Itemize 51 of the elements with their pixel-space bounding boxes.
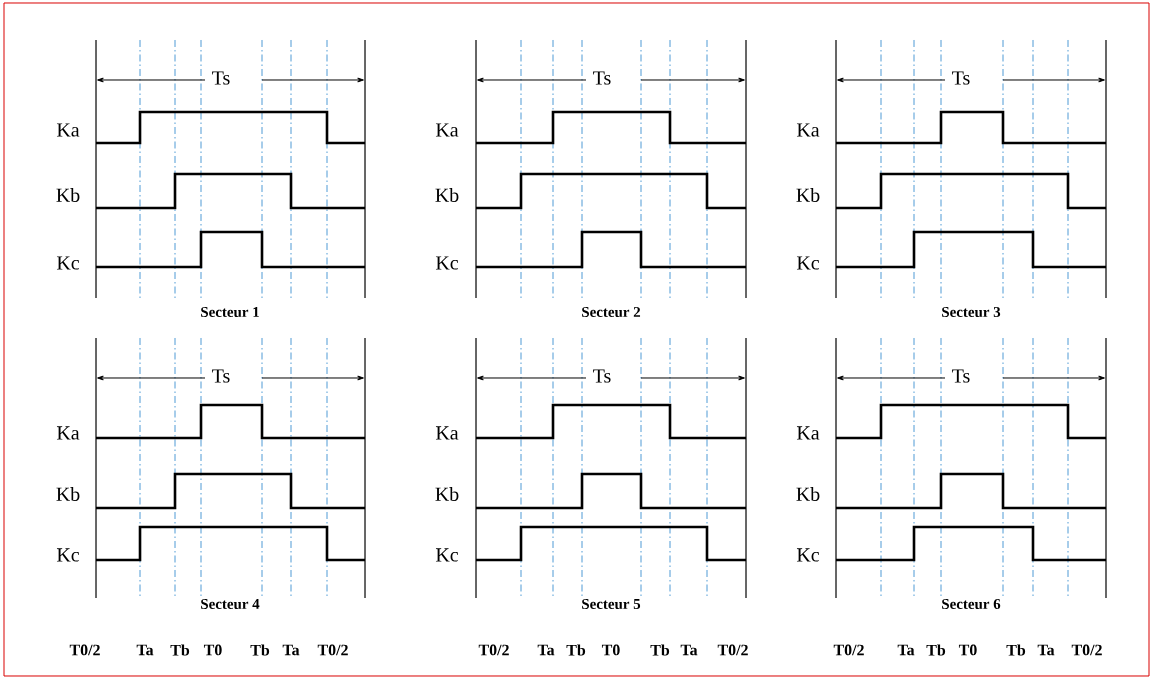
timing-label: T0/2	[833, 644, 864, 656]
timing-label: Ta	[537, 644, 555, 656]
sector-caption: Secteur 1	[201, 306, 259, 318]
signal-label: Kc	[56, 256, 79, 270]
signal-label: Ka	[56, 426, 80, 440]
timing-label: Tb	[170, 644, 190, 656]
timing-label: T0/2	[478, 644, 509, 656]
timing-label: T0	[958, 644, 977, 656]
sector-caption: Secteur 5	[582, 598, 641, 610]
sector-caption: Secteur 2	[582, 306, 641, 318]
sector-caption: Secteur 4	[201, 598, 260, 610]
timing-label: T0/2	[717, 644, 748, 656]
signal-label: Ka	[56, 123, 80, 137]
timing-label: Ta	[897, 644, 915, 656]
timing-label: Ta	[282, 644, 300, 656]
signal-label: Kb	[56, 188, 80, 202]
timing-label: Tb	[250, 644, 270, 656]
signal-label: Kc	[56, 548, 79, 562]
timing-label: T0/2	[317, 644, 348, 656]
signal-label: Kb	[435, 487, 459, 501]
timing-label: T0/2	[69, 644, 100, 656]
period-label: Ts	[212, 71, 230, 85]
sector-caption: Secteur 6	[942, 598, 1001, 610]
signal-label: Ka	[796, 426, 820, 440]
timing-label: Ta	[136, 644, 154, 656]
signal-label: Kb	[435, 188, 459, 202]
period-label: Ts	[952, 71, 970, 85]
period-label: Ts	[593, 369, 611, 383]
signal-label: Ka	[796, 123, 820, 137]
signal-label: Ka	[435, 426, 459, 440]
timing-label: T0/2	[1071, 644, 1102, 656]
signal-label: Kb	[796, 487, 820, 501]
timing-label: Tb	[1006, 644, 1026, 656]
signal-label: Kc	[796, 256, 819, 270]
timing-label: Tb	[650, 644, 670, 656]
timing-label: Ta	[680, 644, 698, 656]
timing-label: T0	[203, 644, 222, 656]
signal-label: Kc	[435, 548, 458, 562]
signal-label: Kc	[796, 548, 819, 562]
signal-label: Kc	[435, 256, 458, 270]
period-label: Ts	[952, 369, 970, 383]
signal-label: Ka	[435, 123, 459, 137]
timing-label: T0	[601, 644, 620, 656]
timing-label: Tb	[926, 644, 946, 656]
period-label: Ts	[593, 71, 611, 85]
timing-label: Tb	[566, 644, 586, 656]
signal-label: Kb	[56, 487, 80, 501]
sector-caption: Secteur 3	[942, 306, 1001, 318]
period-label: Ts	[212, 369, 230, 383]
timing-label: Ta	[1037, 644, 1055, 656]
signal-label: Kb	[796, 188, 820, 202]
